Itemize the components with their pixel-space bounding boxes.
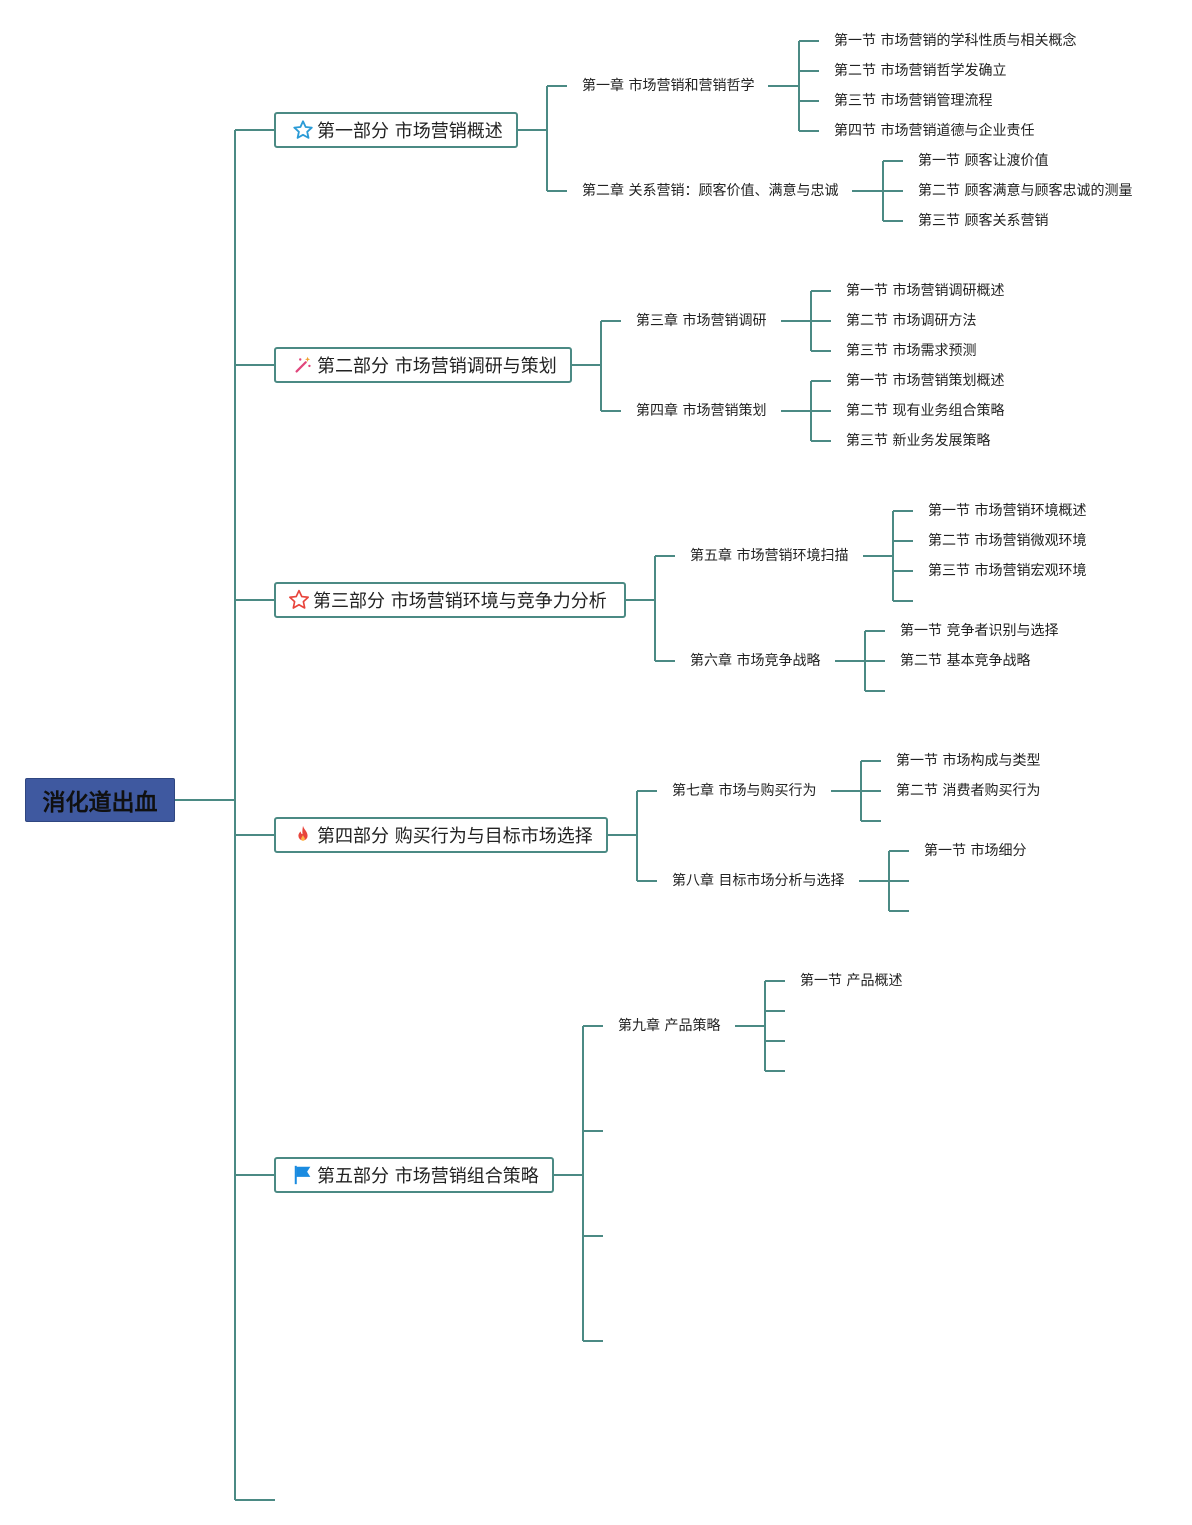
chapter-node-1[interactable]: 第一章 市场营销和营销哲学: [582, 78, 755, 94]
chapter-node-2[interactable]: 第二章 关系营销：顾客价值、满意与忠诚: [582, 183, 839, 199]
section-node[interactable]: 第三节 市场需求预测: [846, 343, 977, 359]
section-node[interactable]: 第二节 消费者购买行为: [896, 783, 1041, 799]
part-label-1: 第一部分 市场营销概述: [317, 121, 503, 142]
part-label-3: 第三部分 市场营销环境与竞争力分析: [313, 591, 607, 612]
fire-icon: [292, 824, 314, 846]
chapter-node-8[interactable]: 第八章 目标市场分析与选择: [672, 873, 845, 889]
chapter-node-7[interactable]: 第七章 市场与购买行为: [672, 783, 817, 799]
section-node[interactable]: 第二节 市场营销哲学发确立: [834, 63, 1007, 79]
magic-wand-icon: [292, 354, 314, 376]
section-node[interactable]: 第一节 市场营销环境概述: [928, 503, 1087, 519]
section-node[interactable]: 第一节 市场构成与类型: [896, 753, 1041, 769]
section-node[interactable]: 第四节 市场营销道德与企业责任: [834, 123, 1035, 139]
part-node-1[interactable]: 第一部分 市场营销概述: [274, 112, 518, 148]
chapter-node-6[interactable]: 第六章 市场竞争战略: [690, 653, 821, 669]
part-label-5: 第五部分 市场营销组合策略: [317, 1166, 539, 1187]
part-node-3[interactable]: 第三部分 市场营销环境与竞争力分析: [274, 582, 626, 618]
root-label: 消化道出血: [42, 790, 158, 816]
section-node[interactable]: 第一节 竞争者识别与选择: [900, 623, 1059, 639]
section-node[interactable]: 第一节 产品概述: [800, 973, 903, 989]
part-node-2[interactable]: 第二部分 市场营销调研与策划: [274, 347, 572, 383]
section-node[interactable]: 第二节 市场营销微观环境: [928, 533, 1087, 549]
part-label-4: 第四部分 购买行为与目标市场选择: [317, 826, 593, 847]
chapter-node-9[interactable]: 第九章 产品策略: [618, 1018, 721, 1034]
section-node[interactable]: 第二节 顾客满意与顾客忠诚的测量: [918, 183, 1133, 199]
flag-icon: [292, 1164, 314, 1186]
part-node-4[interactable]: 第四部分 购买行为与目标市场选择: [274, 817, 608, 853]
section-node[interactable]: 第一节 市场营销的学科性质与相关概念: [834, 33, 1077, 49]
chapter-node-5[interactable]: 第五章 市场营销环境扫描: [690, 548, 849, 564]
section-node[interactable]: 第二节 现有业务组合策略: [846, 403, 1005, 419]
section-node[interactable]: 第一节 市场营销调研概述: [846, 283, 1005, 299]
section-node[interactable]: 第一节 顾客让渡价值: [918, 153, 1049, 169]
section-node[interactable]: 第一节 市场细分: [924, 843, 1027, 859]
section-node[interactable]: 第三节 市场营销宏观环境: [928, 563, 1087, 579]
section-node[interactable]: 第三节 市场营销管理流程: [834, 93, 993, 109]
star-outline-icon: [288, 589, 310, 611]
section-node[interactable]: 第一节 市场营销策划概述: [846, 373, 1005, 389]
chapter-node-4[interactable]: 第四章 市场营销策划: [636, 403, 767, 419]
chapter-node-3[interactable]: 第三章 市场营销调研: [636, 313, 767, 329]
part-node-5[interactable]: 第五部分 市场营销组合策略: [274, 1157, 554, 1193]
section-node[interactable]: 第二节 市场调研方法: [846, 313, 977, 329]
part-label-2: 第二部分 市场营销调研与策划: [317, 356, 557, 377]
section-node[interactable]: 第二节 基本竞争战略: [900, 653, 1031, 669]
section-node[interactable]: 第三节 顾客关系营销: [918, 213, 1049, 229]
root-node[interactable]: 消化道出血: [25, 778, 175, 822]
section-node[interactable]: 第三节 新业务发展策略: [846, 433, 991, 449]
star-outline-icon: [292, 119, 314, 141]
